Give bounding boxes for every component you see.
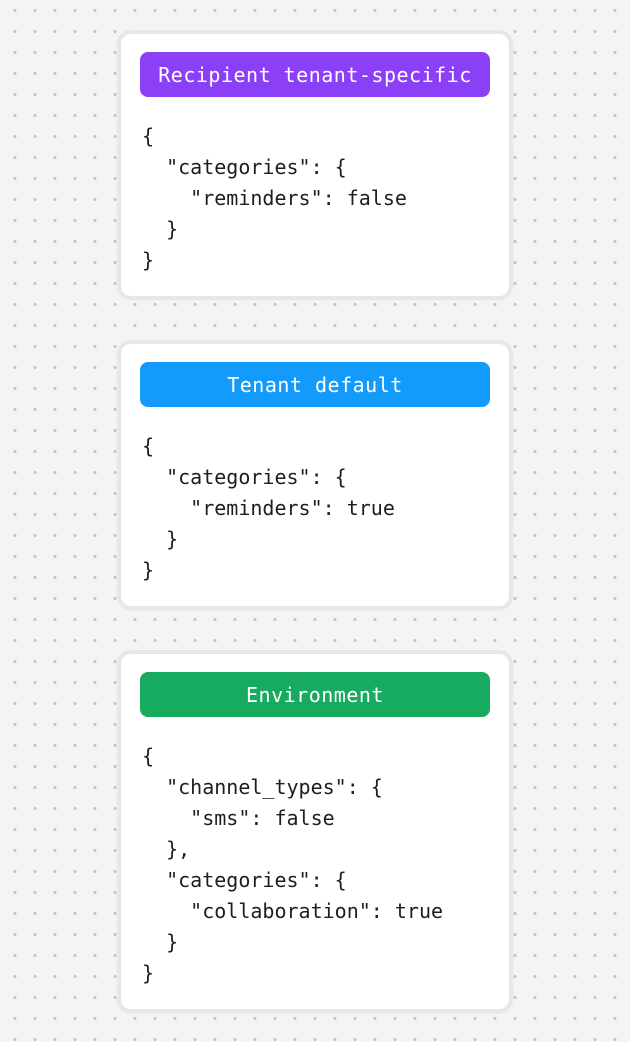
json-snippet-tenant-default: { "categories": { "reminders": true } } [142,434,395,582]
json-snippet-environment: { "channel_types": { "sms": false }, "ca… [142,744,444,985]
badge-environment: Environment [140,672,490,717]
badge-label: Recipient tenant-specific [158,62,472,87]
badge-label: Environment [246,682,384,707]
json-snippet-recipient-tenant-specific: { "categories": { "reminders": false } } [142,124,407,272]
card-tenant-default: Tenant default { "categories": { "remind… [117,340,513,610]
badge-label: Tenant default [227,372,403,397]
card-environment: Environment { "channel_types": { "sms": … [117,650,513,1013]
badge-tenant-default: Tenant default [140,362,490,407]
card-recipient-tenant-specific: Recipient tenant-specific { "categories"… [117,30,513,300]
badge-recipient-tenant-specific: Recipient tenant-specific [140,52,490,97]
